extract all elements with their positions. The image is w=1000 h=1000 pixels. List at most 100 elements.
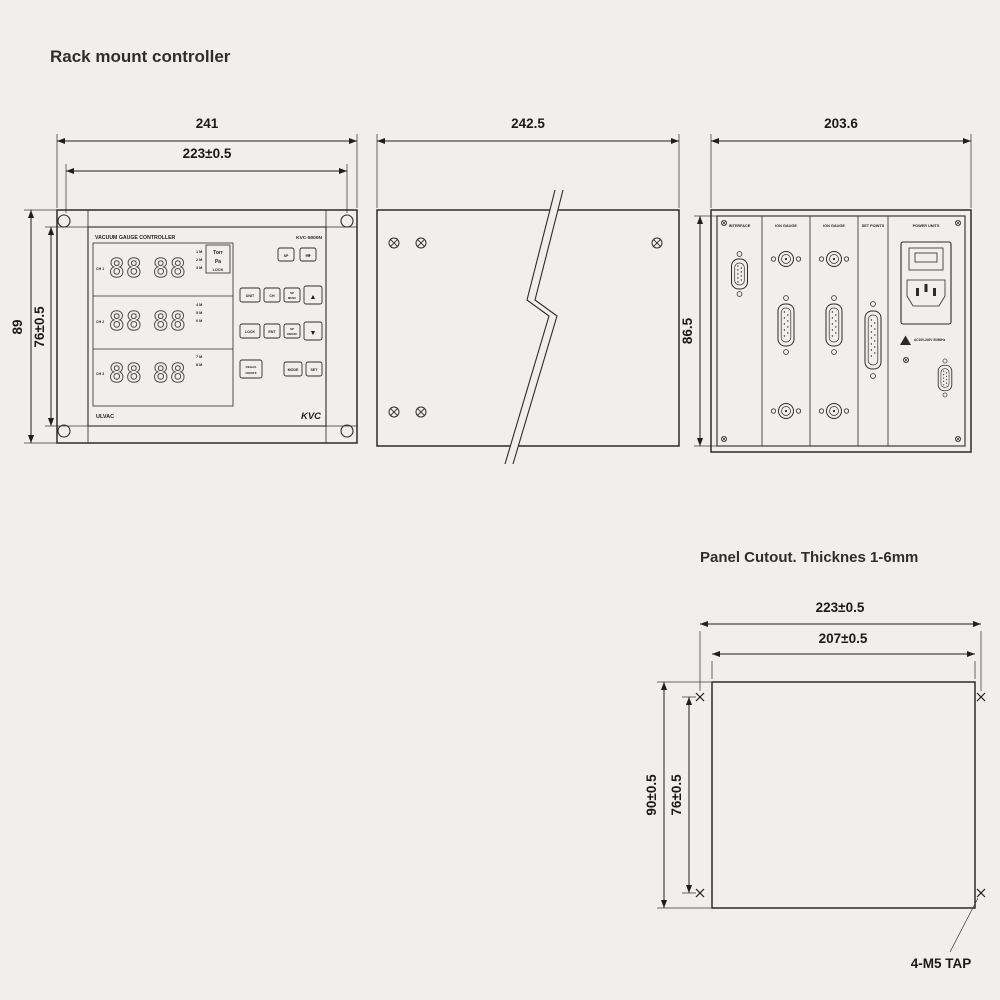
mount-hole <box>340 214 354 228</box>
display-bezel <box>92 242 234 407</box>
screw-icon <box>955 219 961 227</box>
degas-button-label-1: DEGAS <box>246 365 257 369</box>
screw-icon <box>415 237 427 249</box>
rear-inner-panel <box>716 215 966 447</box>
sp-onoff-button-label-2: ON/OFF <box>287 332 298 336</box>
front-outline <box>56 209 358 444</box>
unit-pa-label: Pa <box>215 259 221 265</box>
setpoint-label: 6 M <box>196 319 202 323</box>
screw-icon <box>388 406 400 418</box>
seven-segment-display: 88 <box>153 359 187 389</box>
display-row-ch-label: CH 2 <box>96 320 104 324</box>
arrow-right-icon: ⇒ <box>305 253 311 260</box>
dsub15-connector <box>777 295 795 355</box>
front-dim-width-outer-label: 241 <box>196 116 219 131</box>
circular-connector <box>818 251 850 267</box>
mode-button-label: MODE <box>288 368 299 372</box>
dsub25-connector <box>864 301 882 379</box>
front-panel-face: VACUUM GAUGE CONTROLLER KVC-5000N CH 1 8… <box>92 235 323 422</box>
setpoint-label: 2 M <box>196 258 202 262</box>
ch-button-label: CH <box>269 294 275 298</box>
module-ion-gauge-2-label: ION GAUGE <box>823 224 845 228</box>
setpoint-label: 3 M <box>196 266 202 270</box>
front-dim-height-panel: 76±0.5 <box>32 226 88 427</box>
ground-screw-icon <box>903 356 909 364</box>
setpoint-label: 5 M <box>196 311 202 315</box>
side-outline <box>376 209 680 447</box>
setpoint-label: 7 M <box>196 355 202 359</box>
mode-button <box>283 361 303 377</box>
dsub9-connector <box>937 358 953 398</box>
tap-label: 4-M5 TAP <box>911 956 972 971</box>
tap-hole-mark <box>695 888 705 898</box>
ac-inlet <box>906 279 946 307</box>
front-dim-height-panel-label: 76±0.5 <box>32 306 47 348</box>
seven-segment-display: 88 <box>153 307 187 337</box>
sp-button-label: SP <box>284 254 289 258</box>
circular-connector <box>818 403 850 419</box>
rear-dim-height: 86.5 <box>680 215 717 447</box>
module-set-points-label: SET POINTS <box>862 224 885 228</box>
rear-dim-width: 203.6 <box>710 116 972 208</box>
cutout-dim-height-holes: 76±0.5 <box>669 696 696 894</box>
sp-onoff-button-label-1: SP <box>290 327 294 331</box>
degas-button <box>239 359 263 379</box>
cutout-dim-width-cutout-label: 207±0.5 <box>819 631 868 646</box>
panel-title: VACUUM GAUGE CONTROLLER <box>95 235 176 241</box>
side-dim-width: 242.5 <box>376 116 680 208</box>
seven-segment-display: 88 <box>153 254 187 284</box>
lock-button-label: LOCK <box>245 330 256 334</box>
set-button <box>305 361 323 377</box>
degas-button-label-2: ON/OFF <box>245 371 256 375</box>
unit-indicator-box <box>205 244 231 274</box>
screw-icon <box>955 435 961 443</box>
circular-connector <box>770 403 802 419</box>
rear-dim-width-label: 203.6 <box>824 116 858 131</box>
panel-cutout-view: Panel Cutout. Thicknes 1-6mm 223±0.5 207… <box>644 549 986 971</box>
dsub9-connector <box>731 251 748 297</box>
tap-leader-line <box>949 897 979 953</box>
up-button <box>303 285 323 305</box>
ch-button <box>263 287 281 303</box>
module-set-points: SET POINTS <box>862 224 885 379</box>
arrow-right-button <box>299 247 317 262</box>
screw-icon <box>721 219 727 227</box>
cutout-title: Panel Cutout. Thicknes 1-6mm <box>700 549 918 566</box>
set-button-label: SET <box>311 368 319 372</box>
down-arrow-icon: ▼ <box>310 330 317 337</box>
rear-outline <box>710 209 972 453</box>
setpoint-label: 8 M <box>196 363 202 367</box>
dsub15-connector <box>825 295 843 355</box>
up-arrow-icon: ▲ <box>310 294 317 301</box>
setpoint-label: 4 M <box>196 303 202 307</box>
mount-hole <box>57 214 71 228</box>
front-dim-height-outer: 89 <box>10 209 57 444</box>
break-line <box>504 189 564 465</box>
seven-segment-display: 88 <box>109 307 143 337</box>
page-title: Rack mount controller <box>50 47 231 66</box>
cutout-dim-width-cutout: 207±0.5 <box>711 631 976 679</box>
screw-icon <box>388 237 400 249</box>
tap-hole-mark <box>976 888 986 898</box>
keypad: SP ⇒ UNIT CH SP MENU ▲ LOCK ENT SP ON/OF… <box>239 247 323 379</box>
cutout-dim-height-holes-label: 76±0.5 <box>669 774 684 816</box>
display-row-ch-label: CH 1 <box>96 267 104 271</box>
ent-button-label: ENT <box>268 330 276 334</box>
cutout-dim-width-holes-label: 223±0.5 <box>816 600 865 615</box>
seven-segment-display: 88 <box>109 254 143 284</box>
module-ion-gauge-1: ION GAUGE <box>770 224 802 419</box>
circular-connector <box>770 251 802 267</box>
sp-menu-button <box>283 287 301 303</box>
front-dim-width-holes: 223±0.5 <box>65 146 348 213</box>
side-dim-width-label: 242.5 <box>511 116 545 131</box>
ent-button <box>263 323 281 339</box>
sp-button <box>277 247 295 262</box>
power-entry-module <box>900 241 952 325</box>
mount-hole <box>57 424 71 438</box>
front-dim-width-holes-label: 223±0.5 <box>183 146 232 161</box>
display-row-ch-label: CH 3 <box>96 372 104 376</box>
cutout-dim-height-cutout-label: 90±0.5 <box>644 774 659 816</box>
power-rating-label: AC100-240V 50/60Hz <box>914 338 946 342</box>
module-power-units-label: POWER UNITS <box>913 224 940 228</box>
